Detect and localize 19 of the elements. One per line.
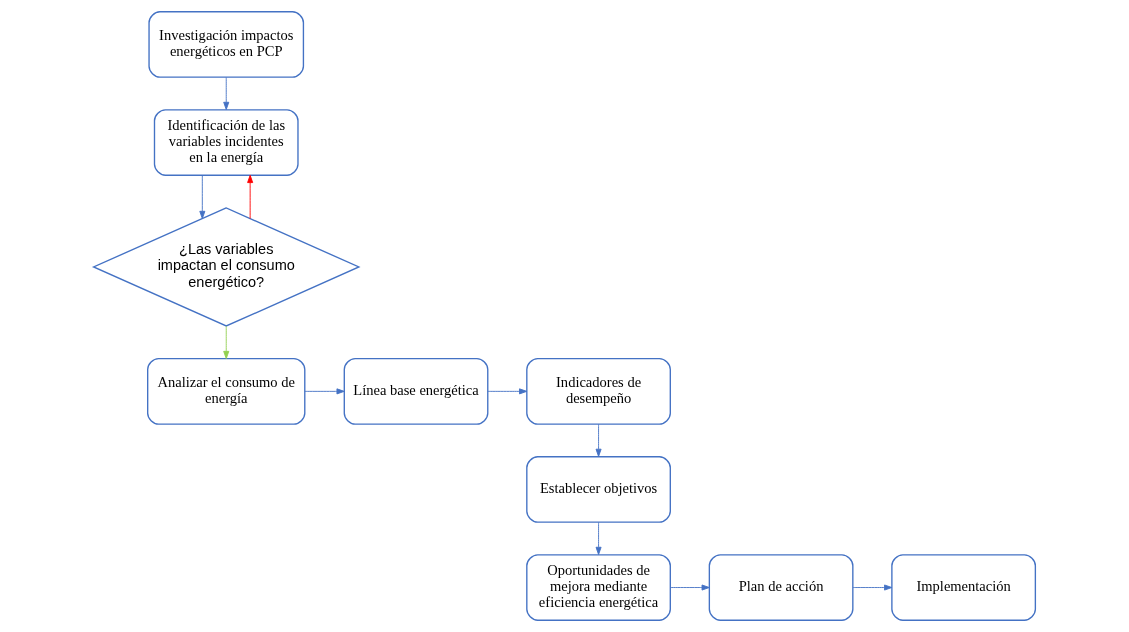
arrow [247, 174, 254, 219]
arrow [595, 423, 602, 457]
arrow [852, 584, 893, 591]
arrow [487, 388, 528, 395]
node-box: Oportunidades de mejora mediante eficiencia energética [526, 554, 671, 621]
arrow [199, 175, 206, 220]
node-box: Investigación impactos energéticos en PCP [148, 11, 305, 78]
arrow [223, 76, 230, 110]
node-box: Línea base energética [343, 358, 489, 425]
node-box: Indicadores de desempeño [526, 358, 671, 425]
node-box: Analizar el consumo de energía [147, 358, 306, 425]
arrow [670, 584, 710, 591]
arrow [223, 325, 230, 360]
arrow [595, 521, 602, 555]
node-box: Establecer objetivos [526, 456, 671, 523]
node-box: Plan de acción [708, 554, 854, 621]
node-box: Implementación [891, 554, 1037, 621]
node-box: Identificación de las variables incidentes en la energía [153, 109, 299, 176]
arrow [304, 388, 345, 395]
